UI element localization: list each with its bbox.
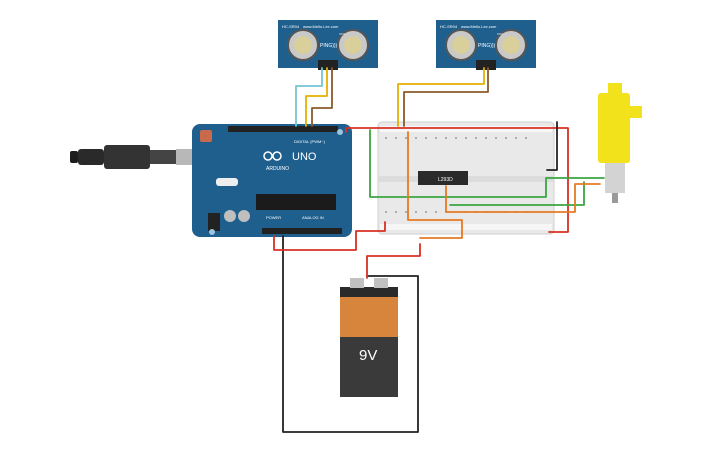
sensor-brand: www.Mello.Lex.com — [303, 24, 339, 29]
wire-yellow-left — [305, 67, 328, 127]
wire-brown-right — [403, 67, 489, 127]
analog-label: ANALOG IN — [302, 215, 324, 220]
wire-brown-left — [311, 67, 333, 127]
sensor-model: HC-SR04 — [440, 24, 458, 29]
battery-9v: 9V — [340, 278, 398, 397]
sensor-side-note: VCC — [339, 32, 346, 36]
driver-chip-label: L293D — [438, 177, 453, 183]
ultrasonic-sensor-right: HC-SR04 www.Mello.Lex.com PING))) VCC — [436, 20, 536, 70]
sensor-brand: www.Mello.Lex.com — [461, 24, 497, 29]
sensor-model: HC-SR04 — [282, 24, 300, 29]
arduino-brand: ARDUINO — [266, 166, 289, 172]
wire-yellow-right — [397, 67, 485, 127]
sensor-ping-label: PING))) — [478, 43, 496, 49]
wire-orange — [407, 131, 463, 239]
wire-blue — [295, 67, 323, 127]
wire-black-right — [546, 121, 558, 171]
usb-cable — [70, 145, 198, 169]
wire-green-right — [449, 181, 585, 206]
wire-red-top — [345, 127, 569, 233]
l293d-driver-chip: L293D — [418, 171, 468, 185]
battery-label: 9V — [359, 347, 377, 364]
wire-red-battery — [366, 243, 421, 279]
sensor-side-note: VCC — [497, 32, 504, 36]
infinity-logo-icon — [263, 151, 282, 161]
circuit-wires — [273, 67, 605, 433]
arduino-uno-board: UNO ARDUINO DIGITAL (PWM~) POWER ANALOG … — [192, 124, 352, 237]
wire-red-power — [273, 221, 386, 251]
wire-orange-right — [445, 183, 601, 213]
ultrasonic-sensor-left: HC-SR04 www.Mello.Lex.com PING))) VCC — [278, 20, 378, 70]
dc-gear-motor — [598, 83, 642, 203]
power-label: POWER — [266, 215, 281, 220]
sensor-ping-label: PING))) — [320, 43, 338, 49]
wire-black-main — [282, 235, 419, 433]
digital-label: DIGITAL (PWM~) — [294, 139, 326, 144]
wire-green — [369, 129, 605, 198]
arduino-logo: UNO — [292, 151, 317, 163]
